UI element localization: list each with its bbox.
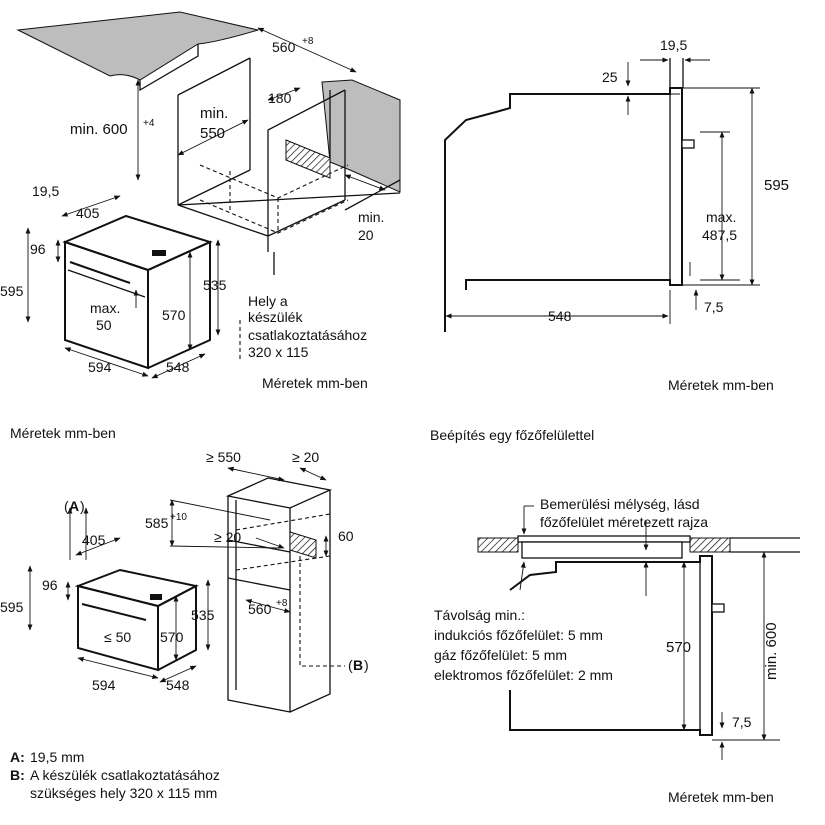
dim-595: 595 bbox=[764, 177, 789, 194]
panel-bottom-right: Beépítés egy főzőfelülettel Bemerülési m… bbox=[430, 427, 800, 805]
units-label: Méretek mm-ben bbox=[668, 377, 774, 393]
panel-top-left: 560 +8 min. 600 +4 min. 550 180 min. 20 … bbox=[0, 11, 401, 391]
dim-50: 50 bbox=[96, 317, 112, 333]
note-line-1: Hely a bbox=[248, 293, 288, 309]
units-label: Méretek mm-ben bbox=[668, 789, 774, 805]
dim-548: 548 bbox=[548, 308, 572, 324]
dim-600-sup: +4 bbox=[143, 118, 155, 129]
legend-a-key: A: bbox=[10, 749, 25, 765]
callout-line-1: Bemerülési mélység, lásd bbox=[540, 496, 700, 512]
dim-570: 570 bbox=[160, 629, 184, 645]
label-b: B bbox=[353, 657, 363, 673]
dim-594: 594 bbox=[92, 677, 116, 693]
dim-96: 96 bbox=[30, 241, 46, 257]
dim-60: 60 bbox=[338, 528, 354, 544]
dim-20: 20 bbox=[358, 227, 374, 243]
dim-548: 548 bbox=[166, 677, 190, 693]
legend-b-line-1: A készülék csatlakoztatásához bbox=[30, 767, 220, 783]
legend-a-text: 19,5 mm bbox=[30, 749, 84, 765]
dim-487-5: 487,5 bbox=[702, 227, 737, 243]
legend-b-line-2: szükséges hely 320 x 115 mm bbox=[30, 785, 217, 801]
note-line-3: csatlakoztatásához bbox=[248, 327, 367, 343]
dim-405: 405 bbox=[82, 532, 106, 548]
dim-560-sup: +8 bbox=[276, 598, 288, 609]
oven-side-profile bbox=[509, 555, 713, 736]
legend-b-key: B: bbox=[10, 767, 25, 783]
dim-548: 548 bbox=[166, 359, 190, 375]
oven-front-view-2 bbox=[74, 568, 199, 672]
dim-550: 550 bbox=[200, 125, 225, 142]
distance-line-4: elektromos főzőfelület: 2 mm bbox=[434, 667, 613, 683]
dim-535: 535 bbox=[191, 607, 215, 623]
dim-max-label: max. bbox=[90, 300, 120, 316]
panel-bottom-left: Méretek mm-ben bbox=[0, 425, 369, 801]
dim-ge-20: ≥ 20 bbox=[214, 529, 241, 545]
dim-585-sup: +10 bbox=[170, 512, 187, 523]
dim-570: 570 bbox=[666, 639, 691, 656]
panel-heading: Beépítés egy főzőfelülettel bbox=[430, 427, 594, 443]
dim-560: 560 bbox=[248, 601, 272, 617]
dim-560-sup: +8 bbox=[302, 36, 314, 47]
dim-585: 585 bbox=[145, 515, 169, 531]
label-a: A bbox=[69, 498, 79, 514]
dim-ge-20-top: ≥ 20 bbox=[292, 449, 319, 465]
distance-line-3: gáz főzőfelület: 5 mm bbox=[434, 647, 567, 663]
dim-min-600: min. 600 bbox=[70, 121, 128, 138]
oven-front-view-1 bbox=[62, 214, 213, 370]
hob bbox=[517, 535, 691, 543]
dim-19-5: 19,5 bbox=[660, 37, 687, 53]
callout-line-2: főzőfelület méretezett rajza bbox=[540, 514, 708, 530]
distance-line-1: Távolság min.: bbox=[434, 607, 525, 623]
worktop-right bbox=[689, 537, 731, 553]
dim-min-label: min. bbox=[200, 105, 228, 122]
oven-side-profile bbox=[444, 87, 683, 332]
svg-text:(: ( bbox=[64, 498, 69, 514]
connection-area bbox=[285, 139, 331, 179]
dim-25: 25 bbox=[602, 69, 618, 85]
countertop bbox=[16, 11, 260, 81]
svg-text:): ) bbox=[364, 657, 369, 673]
dim-min-20-label: min. bbox=[358, 209, 384, 225]
dim-595: 595 bbox=[0, 599, 24, 615]
dim-560: 560 bbox=[272, 39, 296, 55]
dim-ge-550: ≥ 550 bbox=[206, 449, 241, 465]
units-label: Méretek mm-ben bbox=[262, 375, 368, 391]
dim-570: 570 bbox=[162, 307, 186, 323]
dim-535: 535 bbox=[203, 277, 227, 293]
dim-19-5: 19,5 bbox=[32, 183, 59, 199]
dim-405: 405 bbox=[76, 205, 100, 221]
worktop-left bbox=[477, 537, 519, 553]
svg-text:(: ( bbox=[348, 657, 353, 673]
note-line-2: készülék bbox=[248, 309, 303, 325]
dim-595: 595 bbox=[0, 283, 24, 299]
note-line-4: 320 x 115 bbox=[248, 344, 309, 360]
dim-max-label: max. bbox=[706, 209, 736, 225]
dim-7-5: 7,5 bbox=[732, 714, 752, 730]
dim-le-50: ≤ 50 bbox=[104, 629, 131, 645]
panel-heading: Méretek mm-ben bbox=[10, 425, 116, 441]
tall-cabinet bbox=[225, 477, 333, 713]
distance-line-2: indukciós főzőfelület: 5 mm bbox=[434, 627, 603, 643]
dim-7-5: 7,5 bbox=[704, 299, 724, 315]
svg-text:): ) bbox=[80, 498, 85, 514]
dim-594: 594 bbox=[88, 359, 112, 375]
panel-top-right: 19,5 25 595 max. 487,5 548 7,5 Méretek m… bbox=[444, 37, 789, 393]
dim-min-600: min. 600 bbox=[763, 622, 780, 680]
dim-96: 96 bbox=[42, 577, 58, 593]
dim-180: 180 bbox=[268, 90, 292, 106]
